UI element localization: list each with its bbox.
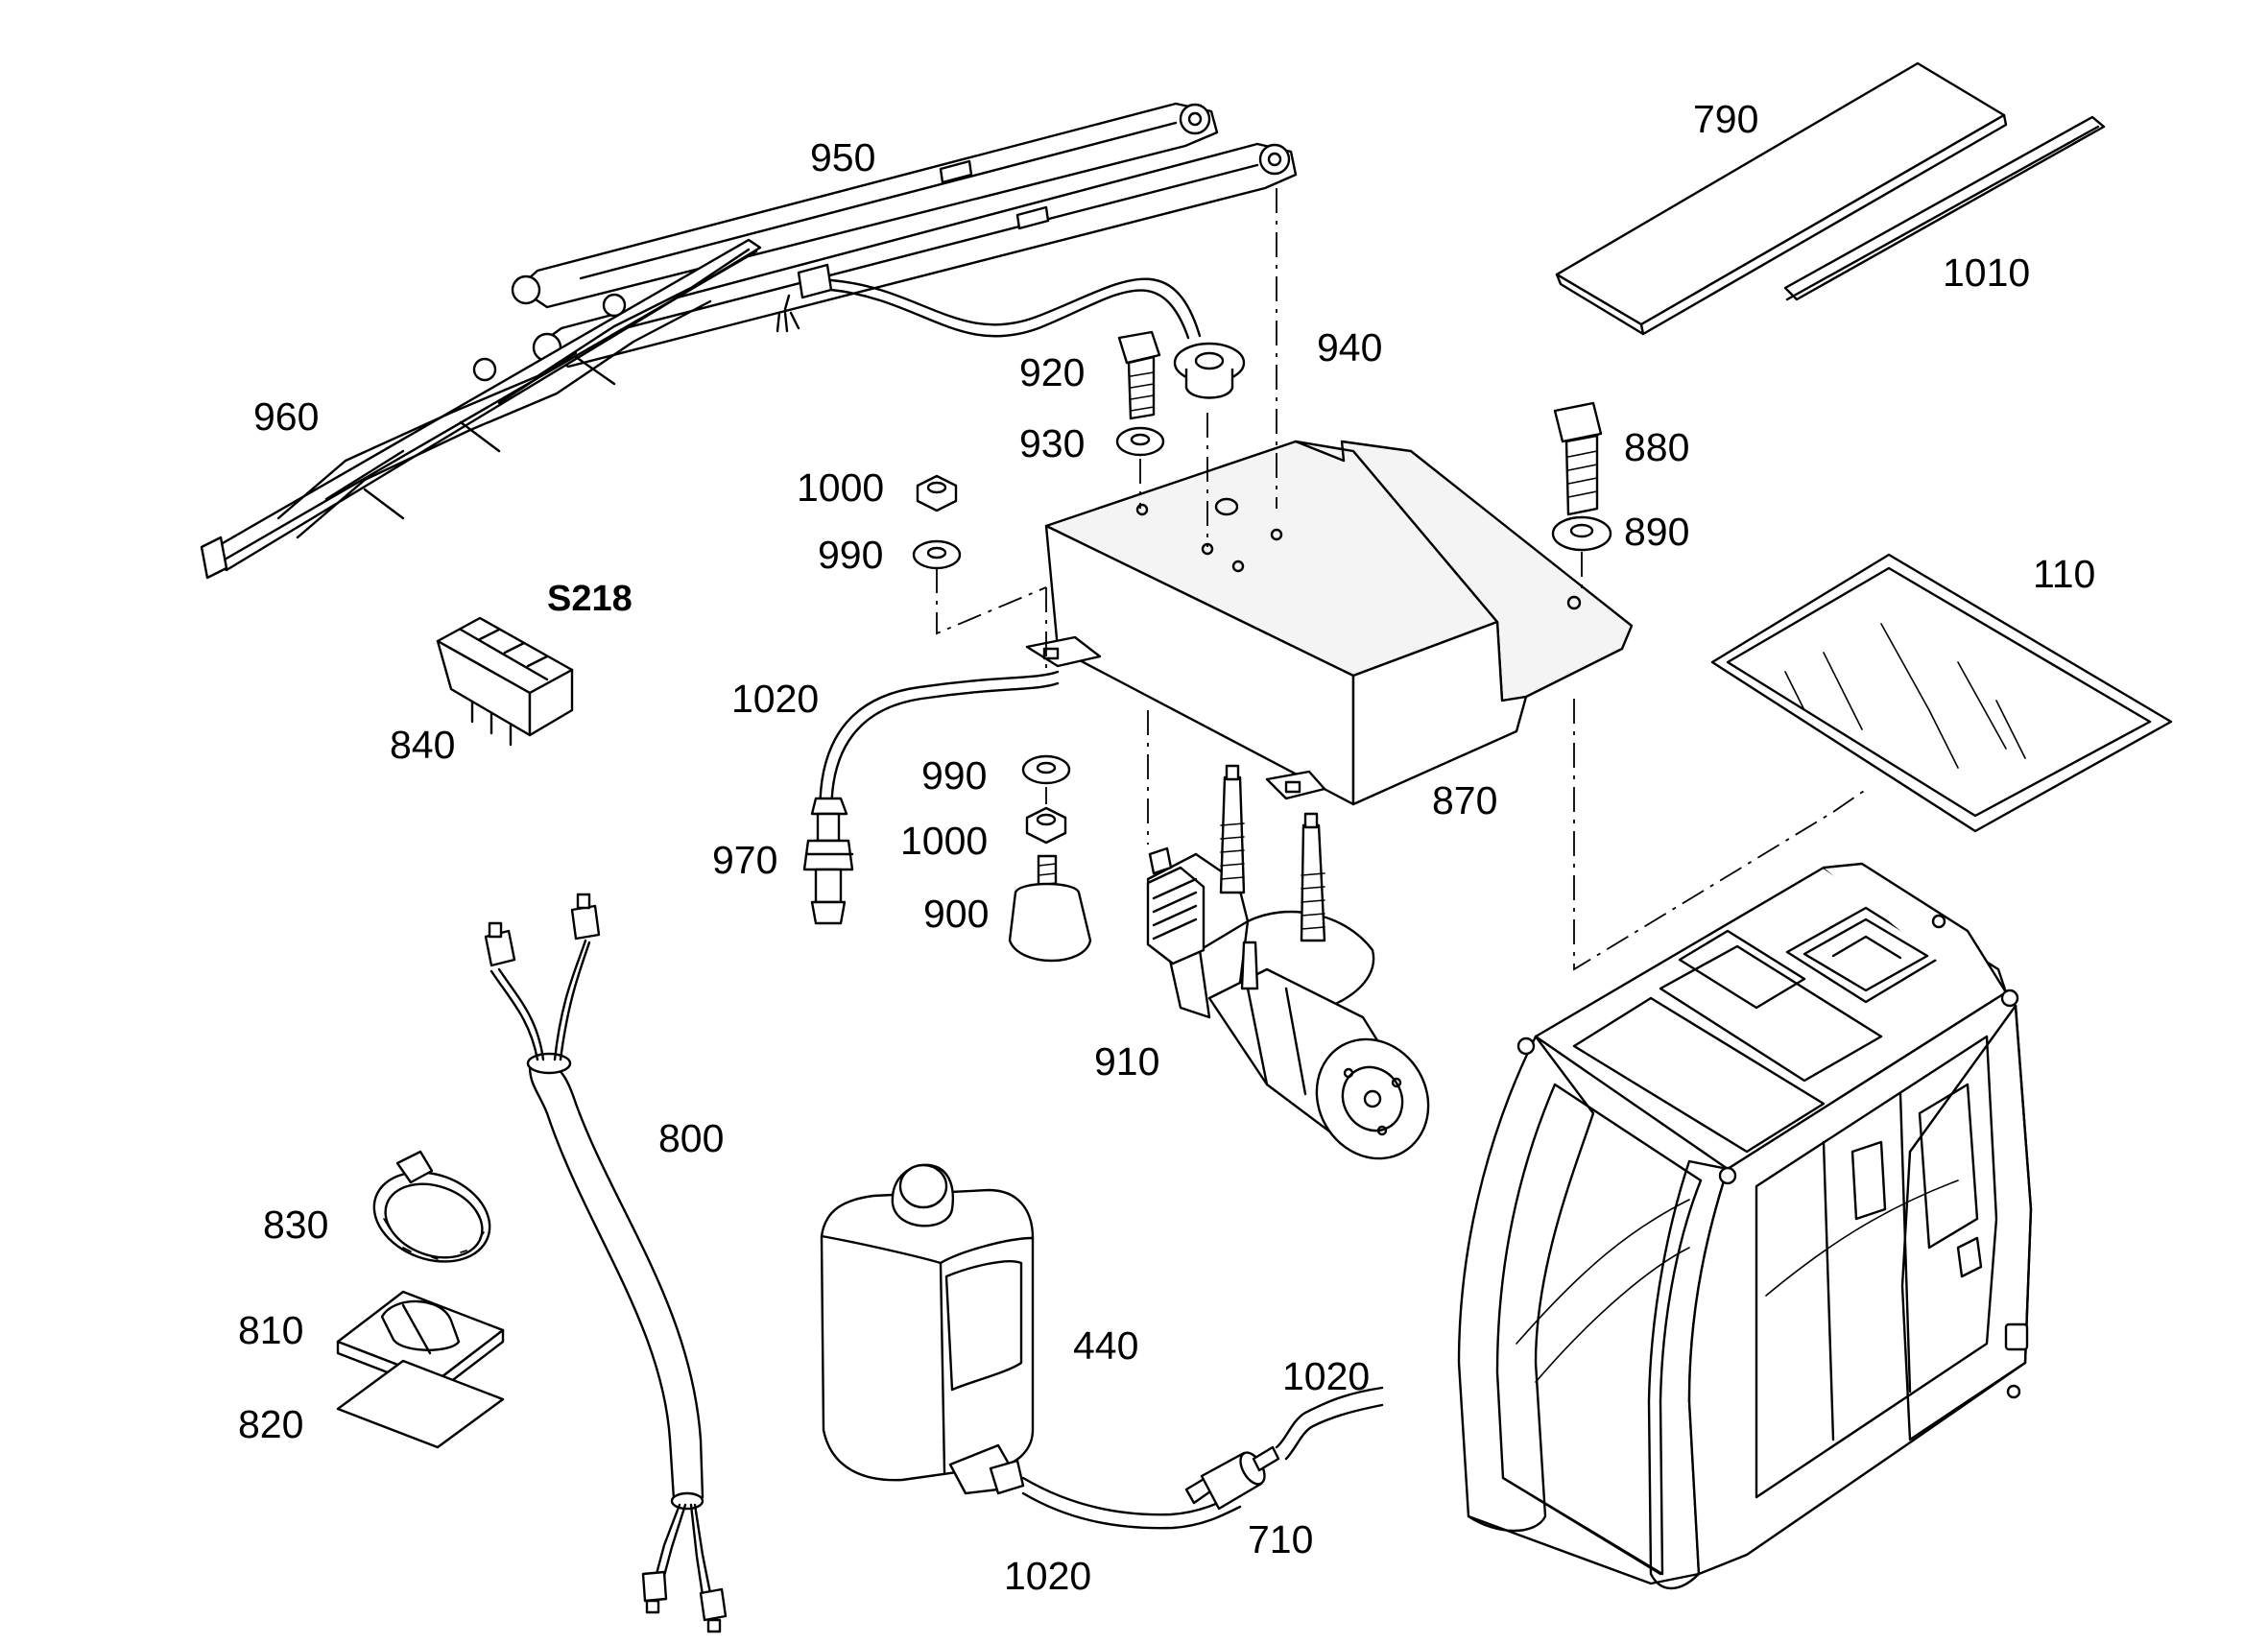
wiper-arm-950 xyxy=(511,102,1298,369)
cover-strip-790 xyxy=(1555,61,2008,336)
seal-strip-1010 xyxy=(1783,115,2106,301)
harness-800 xyxy=(484,893,728,1633)
bolt-880 xyxy=(1553,401,1603,516)
label-910: 910 xyxy=(1094,1039,1159,1084)
label-840: 840 xyxy=(390,723,455,767)
label-s218: S218 xyxy=(547,579,633,619)
hose-clamp-830 xyxy=(372,1150,491,1263)
label-1020-lower: 1020 xyxy=(1004,1554,1091,1598)
label-940: 940 xyxy=(1317,325,1382,369)
assembly-lines xyxy=(936,188,1871,971)
washer-tank-440 xyxy=(820,1163,1035,1495)
label-790: 790 xyxy=(1693,97,1758,141)
label-960: 960 xyxy=(253,394,319,439)
part-labels: 950 960 920 940 930 1000 990 S218 840 10… xyxy=(238,97,2095,1598)
nut-1000-upper xyxy=(916,474,958,512)
hose-1020-right xyxy=(1275,1386,1384,1449)
label-1000-upper: 1000 xyxy=(797,465,884,510)
label-900: 900 xyxy=(923,892,989,936)
washer-990-upper xyxy=(912,539,962,570)
label-800: 800 xyxy=(658,1116,724,1160)
nut-1000-lower xyxy=(1025,806,1067,845)
label-830: 830 xyxy=(263,1203,328,1247)
grommet-940 xyxy=(1173,342,1246,399)
label-710: 710 xyxy=(1248,1517,1313,1561)
wiper-blade-960 xyxy=(200,238,762,580)
label-870: 870 xyxy=(1432,778,1497,822)
hose-arm xyxy=(829,277,1202,338)
pad-820 xyxy=(336,1359,505,1449)
motor-cover-870 xyxy=(1025,440,1634,806)
label-1010: 1010 xyxy=(1943,250,2030,295)
hose-1020-left xyxy=(830,681,1060,839)
wiper-motor-910 xyxy=(1146,764,1430,1160)
washer-890 xyxy=(1551,515,1612,552)
label-110: 110 xyxy=(2033,552,2095,596)
label-810: 810 xyxy=(238,1308,303,1352)
label-990-lower: 990 xyxy=(921,753,987,798)
washer-930 xyxy=(1115,426,1165,457)
label-1000-lower: 1000 xyxy=(900,819,988,863)
glass-110 xyxy=(1710,553,2173,833)
label-440: 440 xyxy=(1073,1323,1138,1368)
label-1020-left: 1020 xyxy=(731,677,819,721)
bolt-920 xyxy=(1117,330,1161,420)
label-990-upper: 990 xyxy=(818,533,883,577)
label-890: 890 xyxy=(1624,510,1689,554)
label-820: 820 xyxy=(238,1402,303,1446)
rubber-buffer-900 xyxy=(1008,854,1092,963)
label-920: 920 xyxy=(1019,350,1085,394)
label-970: 970 xyxy=(712,838,777,882)
label-1020-right: 1020 xyxy=(1282,1354,1370,1398)
washer-990-lower xyxy=(1021,754,1071,785)
switch-s218 xyxy=(436,616,574,747)
cab xyxy=(1457,862,2033,1590)
label-950: 950 xyxy=(810,135,875,179)
label-930: 930 xyxy=(1019,421,1085,465)
filter-710 xyxy=(1184,1445,1280,1511)
nozzle-970 xyxy=(802,797,854,925)
label-880: 880 xyxy=(1624,425,1689,469)
